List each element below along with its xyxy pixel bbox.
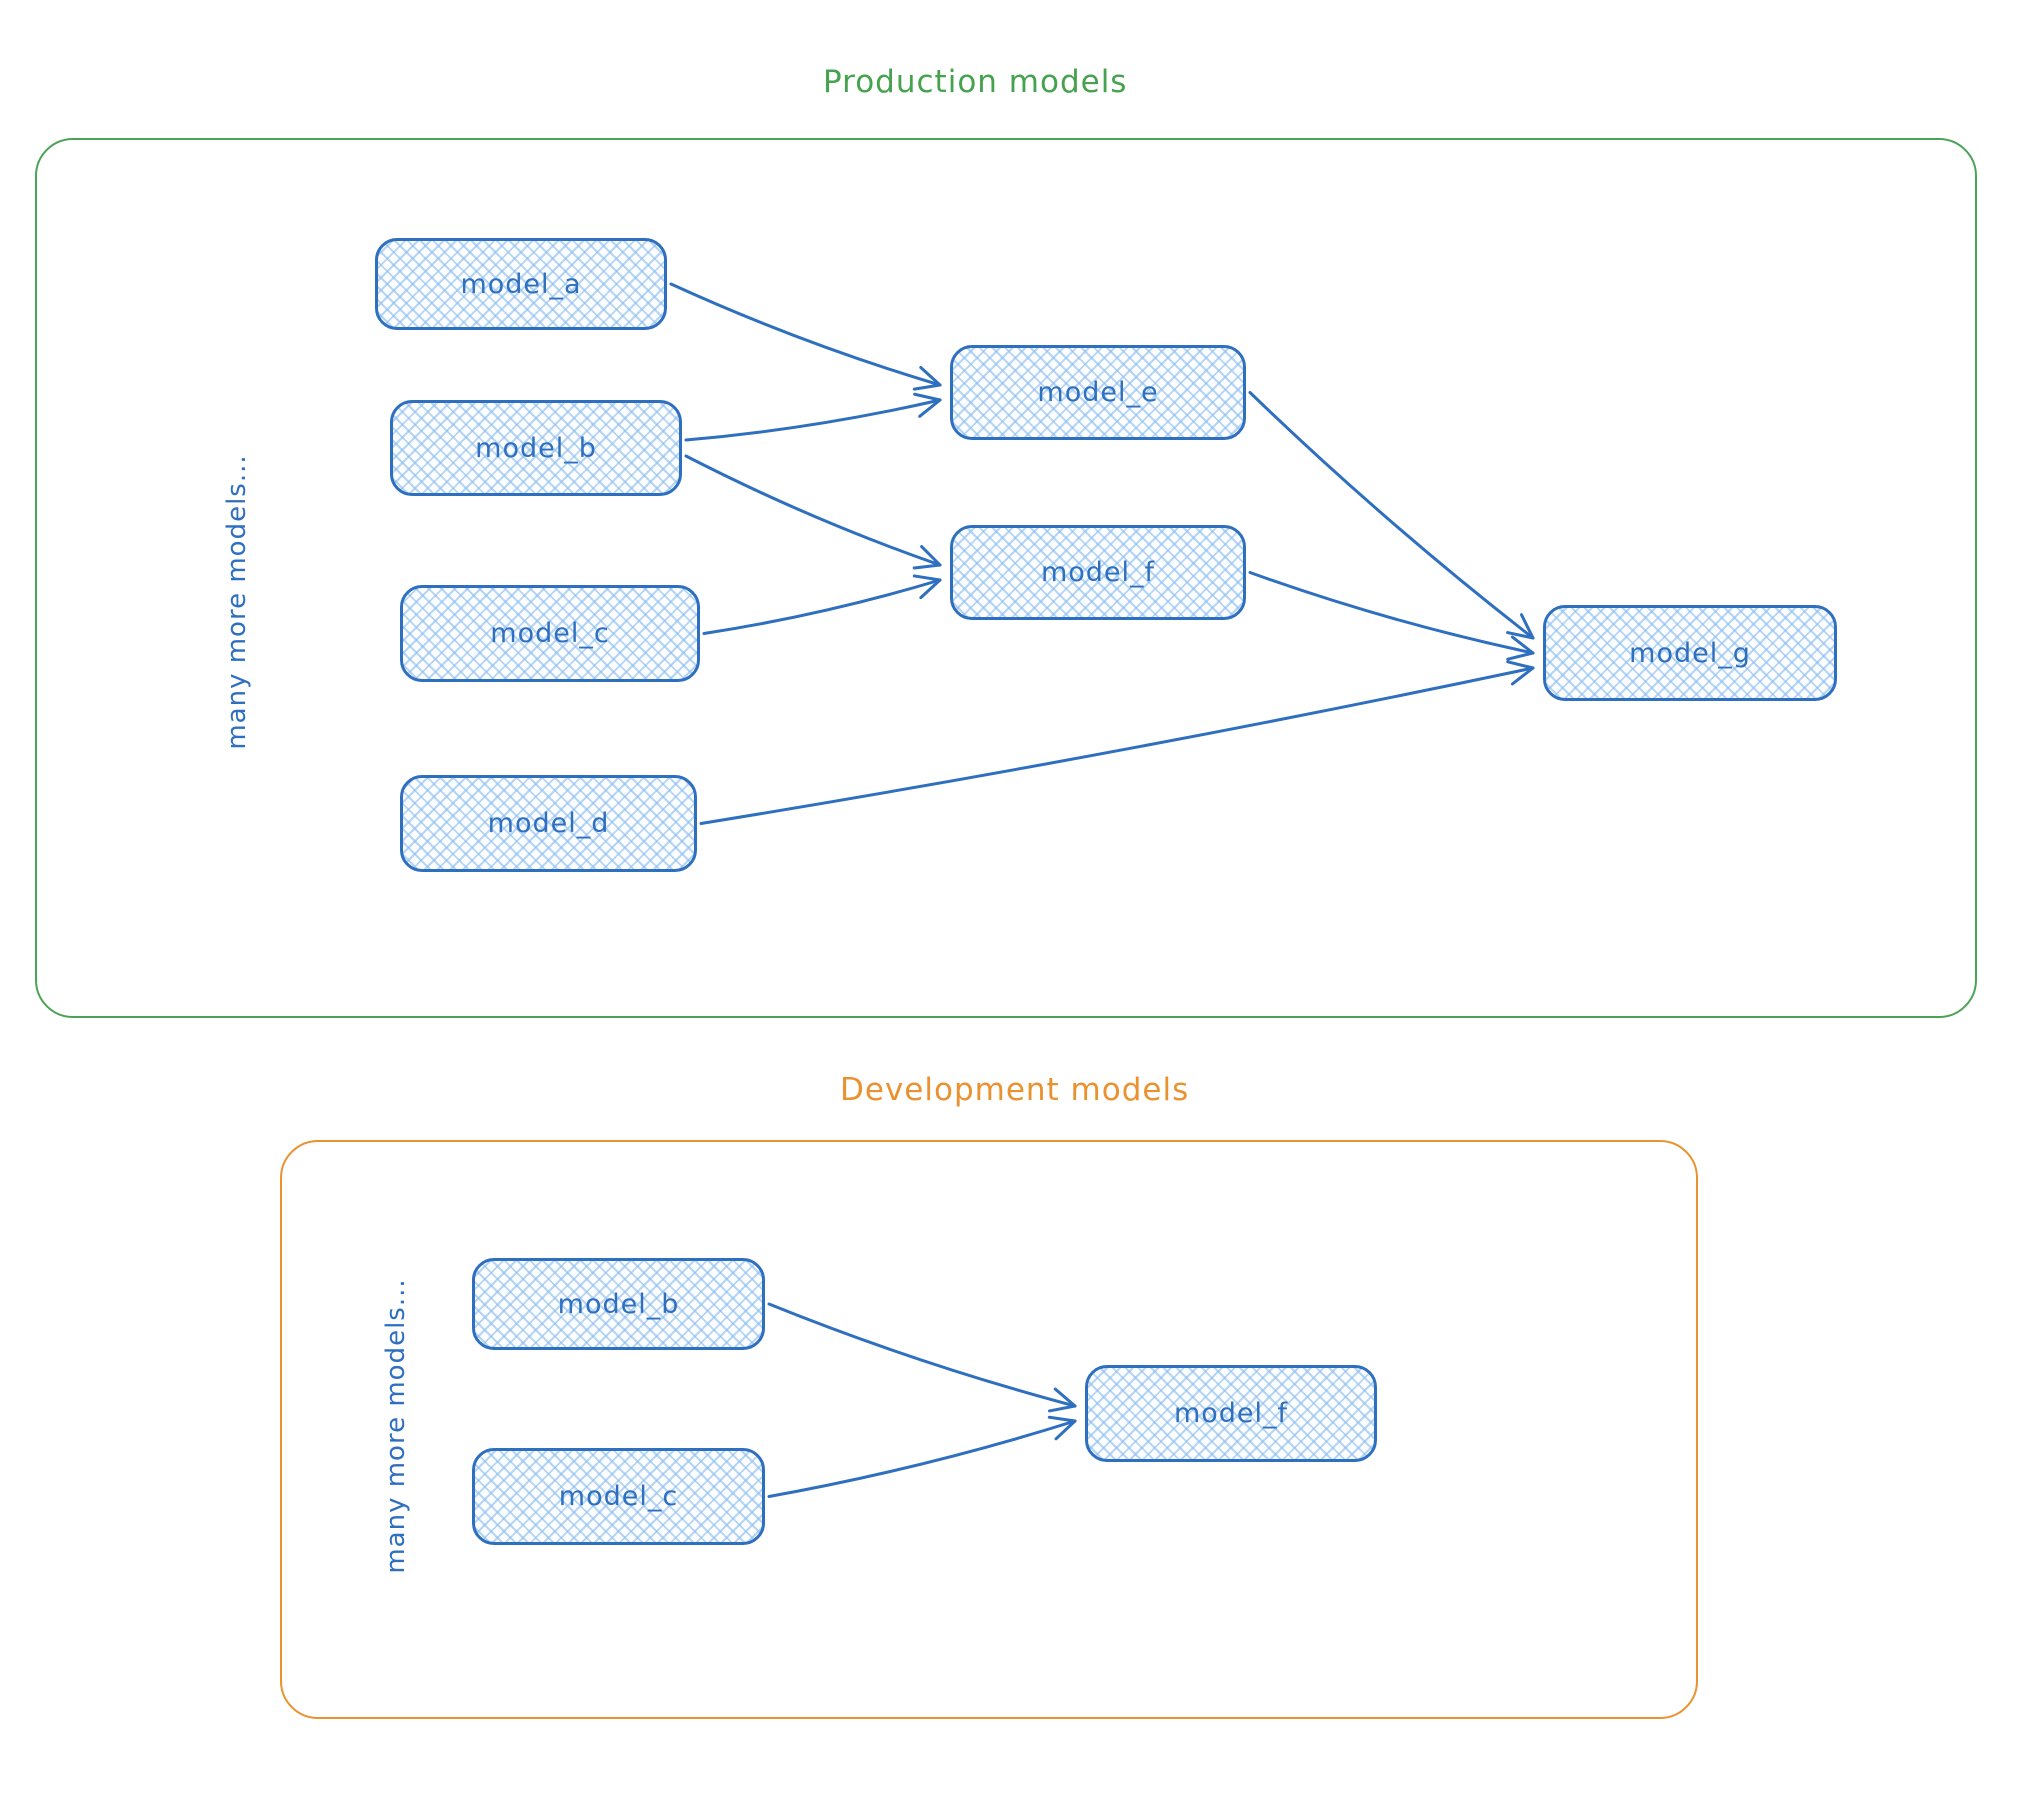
production-frame — [35, 138, 1977, 1018]
node-label: model_g — [1629, 637, 1751, 669]
production-node-model_f: model_f — [950, 525, 1246, 620]
development-section-title: Development models — [840, 1072, 1190, 1108]
node-label: model_b — [475, 432, 597, 464]
production-side-label: many more models... — [222, 454, 252, 750]
node-label: model_c — [490, 618, 610, 649]
node-label: model_f — [1040, 557, 1156, 588]
development-frame — [280, 1140, 1698, 1719]
development-node-model_f: model_f — [1085, 1365, 1377, 1462]
production-node-model_a: model_a — [375, 238, 667, 330]
node-label: model_a — [460, 268, 582, 300]
production-node-model_b: model_b — [390, 400, 682, 496]
node-label: model_d — [487, 808, 610, 839]
production-node-model_c: model_c — [400, 585, 700, 682]
production-node-model_g: model_g — [1543, 605, 1837, 701]
development-node-model_b: model_b — [472, 1258, 765, 1350]
development-node-model_c: model_c — [472, 1448, 765, 1545]
development-side-label: many more models... — [381, 1278, 411, 1574]
node-label: model_f — [1173, 1398, 1289, 1429]
production-node-model_e: model_e — [950, 345, 1246, 440]
production-node-model_d: model_d — [400, 775, 697, 872]
node-label: model_e — [1037, 377, 1159, 408]
node-label: model_c — [558, 1481, 679, 1512]
production-section-title: Production models — [823, 64, 1128, 100]
node-label: model_b — [557, 1288, 680, 1320]
